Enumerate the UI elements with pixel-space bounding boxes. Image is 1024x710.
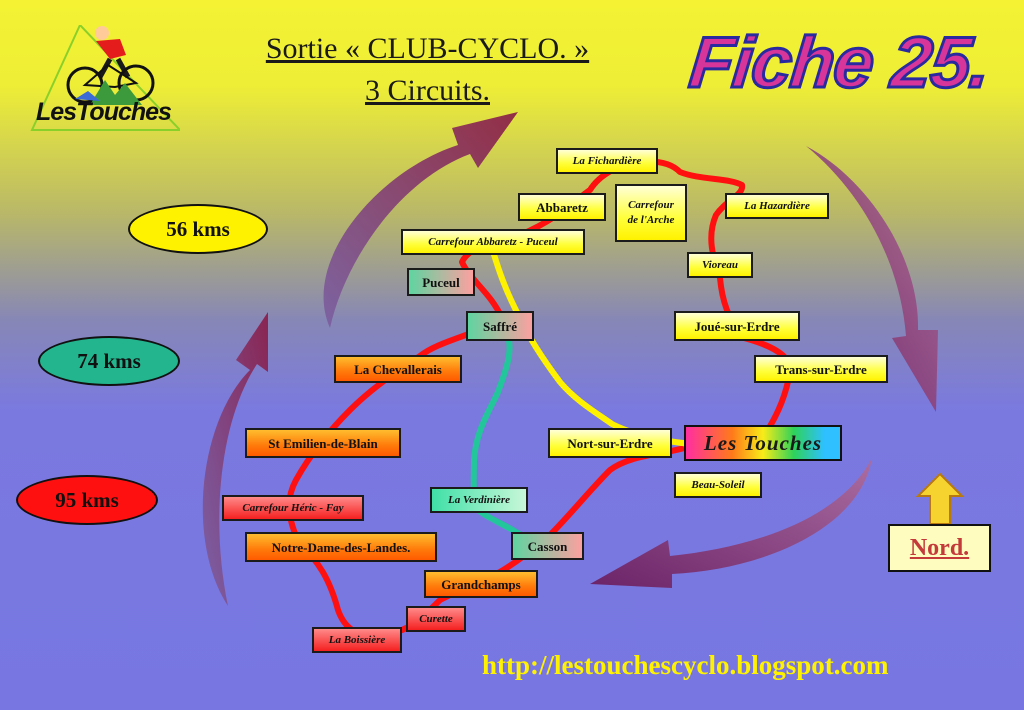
place-curette: Curette <box>406 606 466 632</box>
page-title: Sortie « CLUB-CYCLO. » 3 Circuits. <box>230 28 625 112</box>
place-saffre: Saffré <box>466 311 534 341</box>
north-label: Nord. <box>888 524 991 572</box>
route-yellow <box>489 247 701 447</box>
distance-74km: 74 kms <box>38 336 180 386</box>
distance-56km: 56 kms <box>128 204 268 254</box>
place-casson: Casson <box>511 532 584 560</box>
club-logo <box>30 23 183 135</box>
place-st-emilien: St Emilien-de-Blain <box>245 428 401 458</box>
place-chevallerais: La Chevallerais <box>334 355 462 383</box>
place-les-touches: Les Touches <box>684 425 842 461</box>
arrow-top-left <box>323 112 518 328</box>
title-line-1: Sortie « CLUB-CYCLO. » <box>265 32 590 65</box>
place-trans: Trans-sur-Erdre <box>754 355 888 383</box>
place-puceul: Puceul <box>407 268 475 296</box>
place-nort: Nort-sur-Erdre <box>548 428 672 458</box>
place-verdiniere: La Verdinière <box>430 487 528 513</box>
place-hazardiere: La Hazardière <box>725 193 829 219</box>
place-carrefour-arche: Carrefour de l'Arche <box>615 184 687 242</box>
place-beau-soleil: Beau-Soleil <box>674 472 762 498</box>
place-notre-dame: Notre-Dame-des-Landes. <box>245 532 437 562</box>
place-grandchamps: Grandchamps <box>424 570 538 598</box>
route-teal <box>470 328 530 543</box>
arrow-left <box>202 312 268 606</box>
place-boissiere: La Boissière <box>312 627 402 653</box>
place-vioreau: Vioreau <box>687 252 753 278</box>
blog-url[interactable]: http://lestouchescyclo.blogspot.com <box>482 650 889 680</box>
distance-95km: 95 kms <box>16 475 158 525</box>
place-fichardiere: La Fichardière <box>556 148 658 174</box>
arrow-right <box>806 146 938 412</box>
place-carrefour-abbaretz-puceul: Carrefour Abbaretz - Puceul <box>401 229 585 255</box>
place-abbaretz: Abbaretz <box>518 193 606 221</box>
title-line-2: 3 Circuits. <box>365 74 490 107</box>
arrow-bottom <box>590 458 872 588</box>
place-carrefour-heric: Carrefour Héric - Fay <box>222 495 364 521</box>
logo-text: LesTouches <box>36 98 172 126</box>
place-joue: Joué-sur-Erdre <box>674 311 800 341</box>
